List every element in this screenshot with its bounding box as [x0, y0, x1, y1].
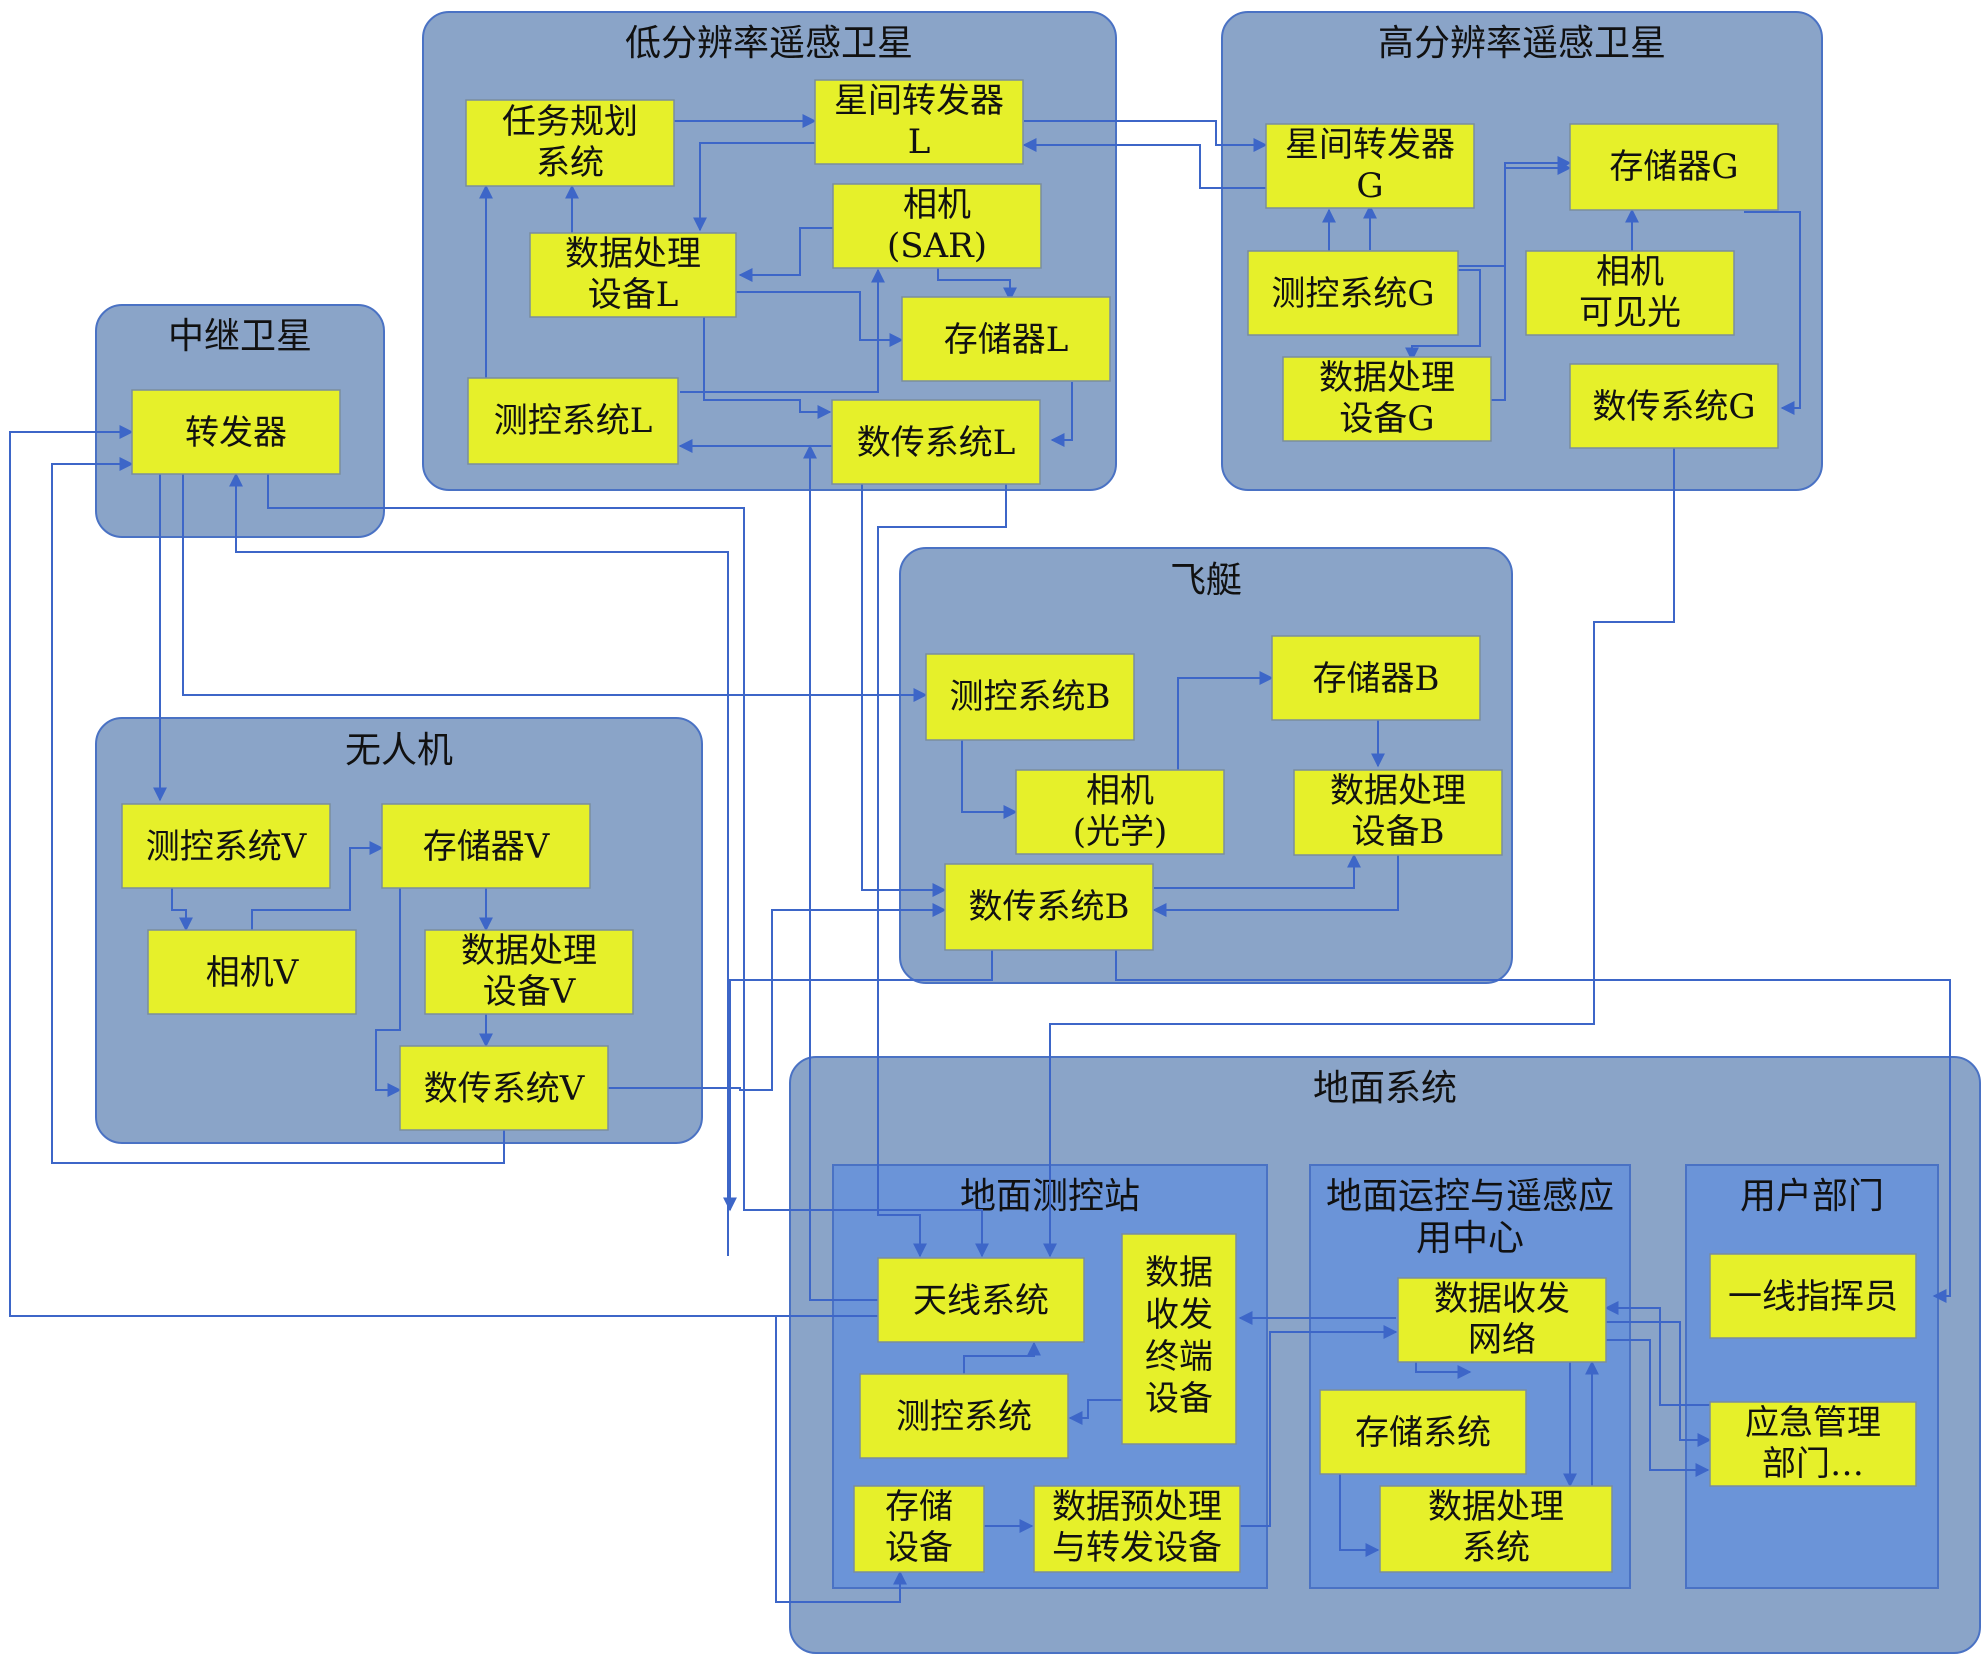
node-storage-sys-label: 存储系统: [1355, 1413, 1491, 1453]
subgroup-title-user-departments: 用户部门: [1740, 1176, 1884, 1217]
node-data-network-label-1: 数据收发: [1434, 1279, 1570, 1319]
node-data-transmission-l: 数传系统L: [831, 399, 1041, 485]
node-ttc-b: 测控系统B: [925, 653, 1135, 741]
node-storage-dev-label-2: 设备: [885, 1528, 953, 1568]
node-dp-g-label-1: 数据处理: [1319, 358, 1455, 398]
node-task-planning-label-2: 系统: [536, 143, 604, 183]
node-ttc-l-label: 测控系统L: [494, 401, 653, 441]
group-title-uav: 无人机: [345, 730, 453, 771]
node-data-transmission-g: 数传系统G: [1569, 363, 1779, 449]
node-data-transmission-b: 数传系统B: [944, 863, 1154, 951]
subgroup-user-departments: 用户部门: [1685, 1164, 1939, 1589]
node-emergency-label-2: 部门…: [1762, 1444, 1864, 1484]
node-emergency-management: 应急管理 部门…: [1709, 1401, 1917, 1487]
node-data-processing-b: 数据处理 设备B: [1293, 769, 1503, 856]
node-dp-v-label-1: 数据处理: [461, 931, 597, 971]
node-dp-l-label-2: 设备L: [588, 275, 679, 315]
node-isl-g-label-2: G: [1356, 166, 1383, 206]
node-ttc-v: 测控系统V: [121, 803, 331, 889]
node-dt-b-label: 数传系统B: [969, 887, 1130, 927]
node-intersat-transponder-g: 星间转发器 G: [1265, 123, 1475, 209]
node-storage-v-label: 存储器V: [423, 827, 551, 867]
node-camera-b-label-1: 相机: [1086, 771, 1154, 811]
node-camera-g-label-1: 相机: [1596, 252, 1664, 292]
node-emergency-label-1: 应急管理: [1745, 1403, 1881, 1443]
node-data-transmission-v: 数传系统V: [399, 1045, 609, 1131]
node-dt-l-label: 数传系统L: [857, 423, 1016, 463]
node-data-processing-v: 数据处理 设备V: [424, 929, 634, 1015]
node-camera-v: 相机V: [147, 929, 357, 1015]
node-dp-b-label-2: 设备B: [1352, 812, 1445, 852]
node-transponder-label: 转发器: [185, 413, 287, 453]
node-dp-v-label-2: 设备V: [483, 972, 577, 1012]
node-ttc-g: 测控系统G: [1247, 250, 1459, 336]
node-storage-l-label: 存储器L: [944, 320, 1069, 360]
node-dt-g-label: 数传系统G: [1592, 387, 1755, 427]
node-camera-g-label-2: 可见光: [1579, 293, 1681, 333]
group-title-ground-system: 地面系统: [1313, 1068, 1457, 1109]
node-storage-system: 存储系统: [1319, 1389, 1527, 1475]
group-title-high-res-satellite: 高分辨率遥感卫星: [1378, 23, 1666, 64]
node-antenna-system: 天线系统: [877, 1257, 1085, 1343]
node-data-network: 数据收发 网络: [1397, 1277, 1607, 1363]
connectors: [9, 114, 1951, 1603]
node-storage-b: 存储器B: [1271, 635, 1481, 721]
node-isl-l-label-1: 星间转发器: [834, 81, 1004, 121]
node-commander-label: 一线指挥员: [1728, 1277, 1898, 1317]
node-storage-v: 存储器V: [381, 803, 591, 889]
node-data-processing-l: 数据处理 设备L: [529, 232, 737, 318]
node-camera-sar-label-2: (SAR): [887, 226, 987, 266]
node-ttc-v-label: 测控系统V: [146, 827, 308, 867]
group-title-low-res-satellite: 低分辨率遥感卫星: [625, 23, 913, 64]
node-camera-b-label-2: (光学): [1073, 812, 1168, 852]
node-ttc-l: 测控系统L: [467, 377, 679, 465]
node-camera-sar-label-1: 相机: [903, 185, 971, 225]
subgroup-title-ops-center-line1: 地面运控与遥感应: [1326, 1176, 1614, 1217]
node-task-planning-label-1: 任务规划: [502, 102, 638, 142]
node-ttc-b-label: 测控系统B: [950, 677, 1111, 717]
node-storage-dev-label-1: 存储: [885, 1487, 953, 1527]
node-data-processing-g: 数据处理 设备G: [1282, 356, 1492, 442]
node-dt-v-label: 数传系统V: [424, 1069, 586, 1109]
node-preprocess-label-1: 数据预处理: [1052, 1487, 1222, 1527]
node-task-planning: 任务规划 系统: [465, 99, 675, 187]
node-preprocess-forward: 数据预处理 与转发设备: [1033, 1485, 1241, 1573]
node-ttc-g-label: 测控系统G: [1271, 274, 1434, 314]
node-camera-v-label: 相机V: [206, 953, 300, 993]
node-preprocess-label-2: 与转发设备: [1052, 1528, 1222, 1568]
group-title-relay-satellite: 中继卫星: [168, 316, 312, 357]
node-storage-g-label: 存储器G: [1609, 147, 1738, 187]
node-dp-b-label-1: 数据处理: [1330, 771, 1466, 811]
node-isl-g-label-1: 星间转发器: [1285, 125, 1455, 165]
node-transponder: 转发器: [131, 389, 341, 475]
node-data-terminal: 数据 收发 终端 设备: [1121, 1233, 1237, 1445]
node-antenna-label: 天线系统: [913, 1281, 1049, 1321]
node-dp-l-label-1: 数据处理: [565, 234, 701, 274]
node-dp-sys-label-2: 系统: [1462, 1528, 1530, 1568]
node-intersat-transponder-l: 星间转发器 L: [814, 79, 1024, 165]
node-camera-visible: 相机 可见光: [1525, 250, 1735, 336]
node-data-terminal-label-1: 数据: [1145, 1253, 1213, 1293]
node-storage-b-label: 存储器B: [1313, 659, 1440, 699]
node-isl-l-label-2: L: [908, 122, 931, 162]
node-data-processing-system: 数据处理 系统: [1379, 1485, 1613, 1573]
node-camera-sar: 相机 (SAR): [832, 183, 1042, 269]
node-camera-optical: 相机 (光学): [1015, 769, 1225, 855]
node-ttc-ground-label: 测控系统: [896, 1397, 1032, 1437]
node-ttc-ground: 测控系统: [859, 1373, 1069, 1459]
node-storage-device: 存储 设备: [853, 1485, 985, 1573]
node-storage-g: 存储器G: [1569, 123, 1779, 211]
node-dp-sys-label-1: 数据处理: [1428, 1487, 1564, 1527]
node-data-terminal-label-2: 收发: [1145, 1295, 1213, 1335]
group-title-airship: 飞艇: [1170, 560, 1242, 601]
node-data-terminal-label-4: 设备: [1145, 1379, 1213, 1419]
node-frontline-commander: 一线指挥员: [1709, 1253, 1917, 1339]
node-storage-l: 存储器L: [901, 296, 1111, 382]
node-data-network-label-2: 网络: [1468, 1320, 1536, 1360]
node-data-terminal-label-3: 终端: [1145, 1337, 1213, 1377]
node-dp-g-label-2: 设备G: [1339, 399, 1434, 439]
subgroup-title-ops-center-line2: 用中心: [1416, 1218, 1524, 1259]
